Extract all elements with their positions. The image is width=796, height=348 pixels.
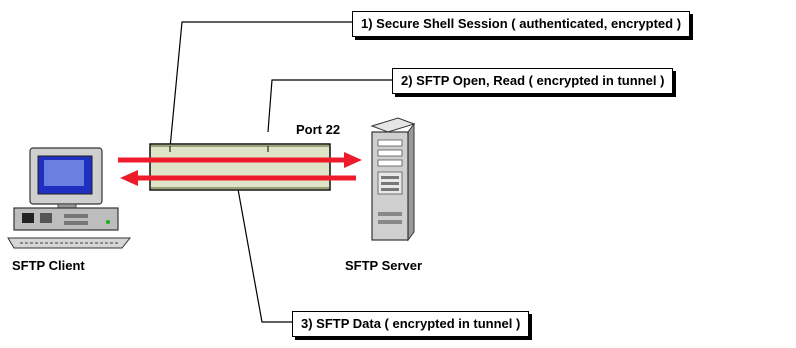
- server-side: [407, 122, 415, 242]
- drive-bay: [64, 214, 88, 218]
- monitor-screen-glare: [44, 160, 84, 186]
- server-bay-1: [377, 139, 403, 147]
- keyboard: [7, 237, 132, 249]
- server-slot-2: [381, 182, 399, 185]
- desktop-computer-icon: [7, 147, 132, 249]
- server-slot-1: [381, 176, 399, 179]
- arrow-to-server-head: [344, 152, 362, 168]
- tunnel-body: [149, 143, 331, 191]
- traffic-arrows: [118, 152, 362, 186]
- leader-line-ssh: [169, 21, 352, 149]
- leader-line-data: [235, 177, 292, 323]
- server-base-stripe-2: [378, 220, 402, 224]
- power-led: [106, 220, 110, 224]
- callout-ssh-session: 1) Secure Shell Session ( authenticated,…: [352, 11, 691, 37]
- client-label: SFTP Client: [12, 258, 85, 273]
- server-bay-2: [377, 149, 403, 157]
- floppy-slot-1: [22, 213, 34, 223]
- arrow-to-client-head: [120, 170, 138, 186]
- server-label: SFTP Server: [345, 258, 423, 273]
- server-base-stripe: [378, 212, 402, 216]
- callout-sftp-open-read: 2) SFTP Open, Read ( encrypted in tunnel…: [392, 68, 674, 94]
- server-top: [370, 117, 416, 133]
- leader-line-open-read: [267, 79, 392, 133]
- callout-leader-lines: [169, 21, 392, 323]
- drive-bay-2: [64, 221, 88, 225]
- encrypted-tunnel: [149, 143, 331, 191]
- port-label: Port 22: [296, 122, 341, 137]
- server-slot-3: [381, 188, 399, 191]
- floppy-slot-2: [40, 213, 52, 223]
- tower-server-icon: [370, 117, 416, 242]
- server-bay-3: [377, 159, 403, 167]
- callout-sftp-data: 3) SFTP Data ( encrypted in tunnel ): [292, 311, 530, 337]
